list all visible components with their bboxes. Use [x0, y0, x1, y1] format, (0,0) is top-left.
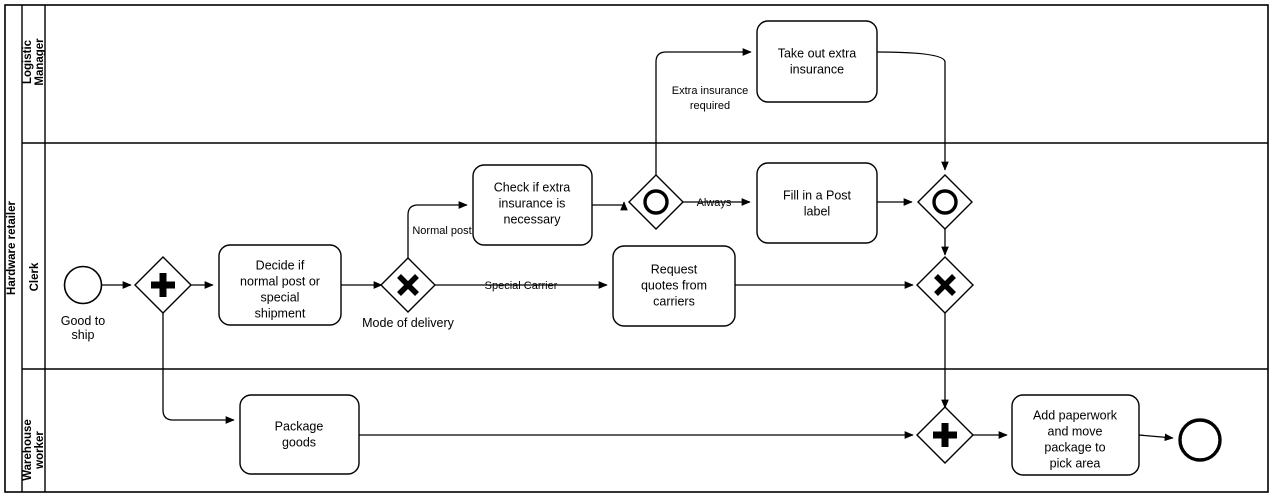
flow-labels: Normal post Special Carrier Extra insura…: [412, 85, 748, 292]
task-box[interactable]: [1011, 394, 1140, 476]
task-box[interactable]: [239, 394, 360, 475]
lane-label-logistic-manager-line1: Logistic: [22, 39, 34, 84]
gateway-mode-of-delivery[interactable]: Mode of delivery: [362, 257, 455, 330]
task-box[interactable]: [612, 245, 736, 327]
task-box[interactable]: [472, 164, 593, 246]
task-add-paperwork[interactable]: Add paperwork and move package to pick a…: [1011, 394, 1140, 476]
start-event-circle[interactable]: [63, 265, 103, 305]
start-event-label-line2: ship: [72, 328, 95, 342]
flow-parallel-split-to-package-goods: [162, 313, 235, 424]
pool-hardware-retailer: Hardware retailer Logistic Manager Clerk…: [4, 4, 1269, 493]
gateway-label-mode-of-delivery: Mode of delivery: [362, 316, 454, 330]
task-check-extra-insurance[interactable]: Check if extra insurance is necessary: [472, 164, 593, 246]
task-label-line1: Check if extra: [494, 180, 570, 194]
lane-header-logistic-manager: Logistic Manager: [22, 38, 46, 86]
task-label-line1: Add paperwork: [1033, 408, 1118, 422]
task-box[interactable]: [218, 244, 342, 326]
task-label-line1: Request: [651, 262, 698, 276]
lane-header-warehouse-worker: Warehouse worker: [22, 419, 46, 481]
lane-label-logistic-manager-line2: Manager: [34, 38, 46, 86]
event-based-gateway-icon: [932, 189, 958, 215]
gateway-exclusive-join[interactable]: [916, 256, 974, 314]
task-label-line2: quotes from: [641, 278, 707, 292]
start-event-good-to-ship[interactable]: Good to ship: [61, 265, 106, 343]
task-box[interactable]: [756, 20, 878, 103]
start-event-label-line1: Good to: [61, 314, 106, 328]
task-label-line2: insurance: [790, 62, 844, 76]
task-label-line1: Decide if: [256, 258, 305, 272]
lane-label-clerk: Clerk: [29, 262, 41, 291]
event-based-gateway-icon: [643, 189, 669, 215]
task-take-out-extra-insurance[interactable]: Take out extra insurance: [756, 20, 878, 103]
task-label-line1: Package: [275, 419, 324, 433]
task-decide-post-or-special[interactable]: Decide if normal post or special shipmen…: [218, 244, 342, 326]
pool-title: Hardware retailer: [6, 200, 18, 294]
exclusive-gateway-icon-b: [397, 274, 419, 296]
task-label-line3: package to: [1044, 440, 1105, 454]
flow-extra-insurance-required-to-take-out-insurance: [655, 48, 752, 175]
flow-label-special-carrier: Special Carrier: [485, 280, 558, 292]
flow-take-out-insurance-to-event-join: [876, 51, 949, 171]
lane-header-clerk: Clerk: [29, 262, 41, 291]
exclusive-gateway-icon-b: [934, 274, 956, 296]
gateway-event-based-join[interactable]: [917, 174, 973, 230]
flow-label-extra-insurance-line1: Extra insurance: [672, 85, 748, 97]
task-label-line2: insurance is: [499, 196, 566, 210]
flow-check-insurance-to-event-gateway: [592, 201, 628, 211]
task-label-line2: goods: [282, 435, 316, 449]
lane-label-warehouse-worker-line1: Warehouse: [22, 419, 34, 481]
task-label-line4: shipment: [255, 306, 306, 320]
task-box[interactable]: [756, 162, 878, 244]
task-package-goods[interactable]: Package goods: [239, 394, 360, 475]
flow-label-always: Always: [697, 197, 732, 209]
end-event[interactable]: [1178, 418, 1222, 462]
task-label-line2: and move: [1048, 424, 1103, 438]
task-label-line1: Take out extra: [778, 46, 857, 60]
task-label-line3: necessary: [504, 212, 562, 226]
gateway-diamond[interactable]: [917, 174, 973, 230]
task-label-line2: label: [804, 204, 830, 218]
task-label-line3: special: [261, 290, 300, 304]
gateway-parallel-split[interactable]: [134, 256, 192, 314]
task-fill-in-post-label[interactable]: Fill in a Post label: [756, 162, 878, 244]
sequence-flows: [101, 48, 1174, 442]
task-label-line3: carriers: [653, 294, 695, 308]
flow-label-normal-post: Normal post: [412, 225, 471, 237]
task-label-line1: Fill in a Post: [783, 188, 852, 202]
flow-normal-post-to-check-insurance: [407, 201, 468, 258]
lane-label-warehouse-worker-line2: worker: [34, 431, 46, 470]
flow-add-paperwork-to-end-event: [1138, 433, 1174, 442]
pool-border: [4, 4, 1269, 493]
task-label-line4: pick area: [1050, 456, 1101, 470]
flow-label-extra-insurance-line2: required: [690, 100, 730, 112]
end-event-circle[interactable]: [1178, 418, 1222, 462]
gateway-event-based-insurance[interactable]: [628, 174, 684, 230]
gateway-diamond[interactable]: [628, 174, 684, 230]
gateway-parallel-join[interactable]: [916, 406, 974, 464]
task-request-quotes[interactable]: Request quotes from carriers: [612, 245, 736, 327]
task-label-line2: normal post or: [240, 274, 320, 288]
